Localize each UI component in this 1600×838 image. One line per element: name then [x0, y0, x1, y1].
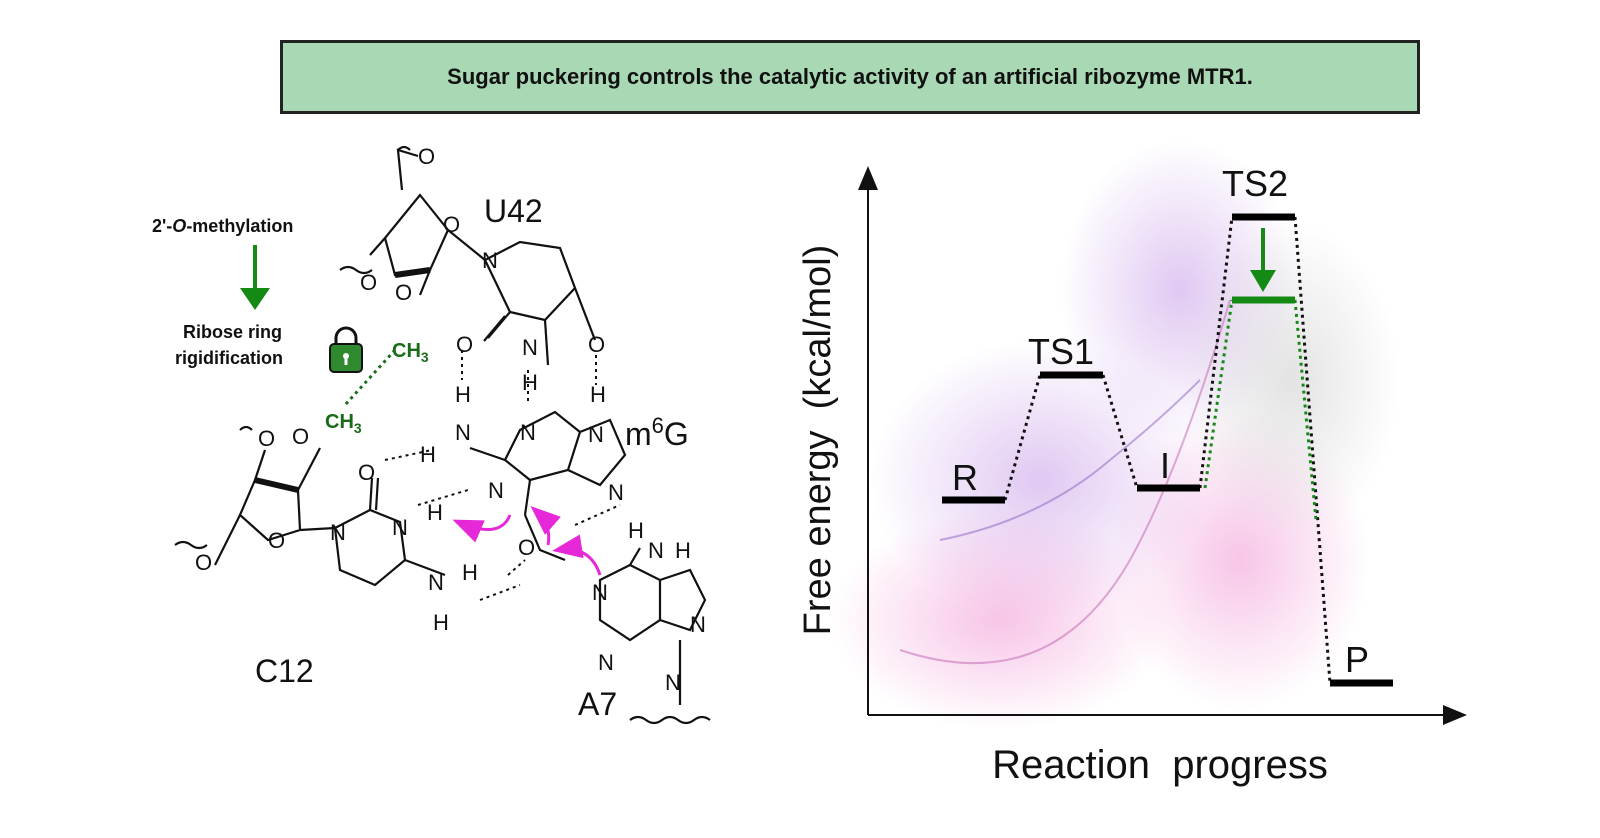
svg-text:H: H — [522, 370, 538, 395]
ch3-top-label: CH3 — [392, 340, 429, 365]
atom-labels: O O O O N O O N H H N H N N N N H H O H … — [195, 144, 706, 695]
barrier-lowering-arrow-icon — [1250, 228, 1276, 292]
pathway-connectors — [1003, 216, 1332, 684]
nucleotide-c12: C12 — [255, 653, 314, 689]
svg-text:N: N — [488, 478, 504, 503]
lock-icon — [329, 326, 363, 373]
svg-text:O: O — [395, 280, 412, 305]
methyl-contact-line — [343, 348, 397, 407]
svg-text:O: O — [195, 550, 212, 575]
ch3-bottom-label: CH3 — [325, 411, 362, 436]
svg-text:O: O — [588, 332, 605, 357]
y-axis-label: Free energy (kcal/mol) — [797, 245, 839, 636]
svg-text:N: N — [608, 480, 624, 505]
svg-text:O: O — [358, 460, 375, 485]
svg-text:N: N — [520, 420, 536, 445]
svg-text:H: H — [628, 518, 644, 543]
svg-text:N: N — [482, 248, 498, 273]
svg-text:N: N — [665, 670, 681, 695]
svg-text:N: N — [598, 650, 614, 675]
rigidification-line1: Ribose ring — [183, 322, 282, 342]
state-label-ts2: TS2 — [1222, 163, 1288, 204]
state-label-i: I — [1160, 445, 1170, 486]
svg-text:N: N — [592, 580, 608, 605]
electron-push-arrows — [452, 506, 602, 576]
svg-text:O: O — [360, 270, 377, 295]
svg-text:H: H — [462, 560, 478, 585]
methylation-label: 2'-O-methylation — [152, 216, 293, 236]
x-axis-label: Reaction progress — [992, 743, 1328, 787]
svg-text:H: H — [590, 382, 606, 407]
state-label-ts1: TS1 — [1028, 331, 1094, 372]
rigidification-line2: rigidification — [175, 348, 283, 368]
svg-text:O: O — [443, 212, 460, 237]
nucleotide-m6g: m6G — [625, 413, 689, 452]
title-text: Sugar puckering controls the catalytic a… — [447, 64, 1253, 89]
svg-text:N: N — [330, 520, 346, 545]
svg-text:N: N — [455, 420, 471, 445]
svg-text:O: O — [268, 528, 285, 553]
svg-text:H: H — [433, 610, 449, 635]
svg-text:H: H — [675, 538, 691, 563]
svg-text:O: O — [258, 426, 275, 451]
state-label-p: P — [1345, 639, 1369, 680]
svg-text:H: H — [420, 442, 436, 467]
svg-text:O: O — [456, 332, 473, 357]
svg-text:H: H — [455, 382, 471, 407]
svg-text:N: N — [588, 422, 604, 447]
svg-text:N: N — [648, 538, 664, 563]
lowered-pathway-connectors — [1203, 299, 1318, 521]
svg-text:O: O — [418, 144, 435, 169]
svg-text:O: O — [518, 535, 535, 560]
svg-text:N: N — [428, 570, 444, 595]
ribozyme-surface-background — [830, 140, 1400, 730]
chemical-structure — [174, 145, 711, 725]
svg-text:O: O — [292, 424, 309, 449]
svg-text:N: N — [392, 515, 408, 540]
svg-text:N: N — [690, 612, 706, 637]
nucleotide-u42: U42 — [484, 193, 543, 229]
title-banner: Sugar puckering controls the catalytic a… — [280, 40, 1420, 114]
svg-text:N: N — [522, 335, 538, 360]
nucleotide-a7: A7 — [578, 686, 617, 722]
hydrogen-bonds — [384, 350, 621, 601]
down-arrow-icon — [240, 245, 270, 310]
svg-text:H: H — [427, 500, 443, 525]
state-label-r: R — [952, 457, 978, 498]
